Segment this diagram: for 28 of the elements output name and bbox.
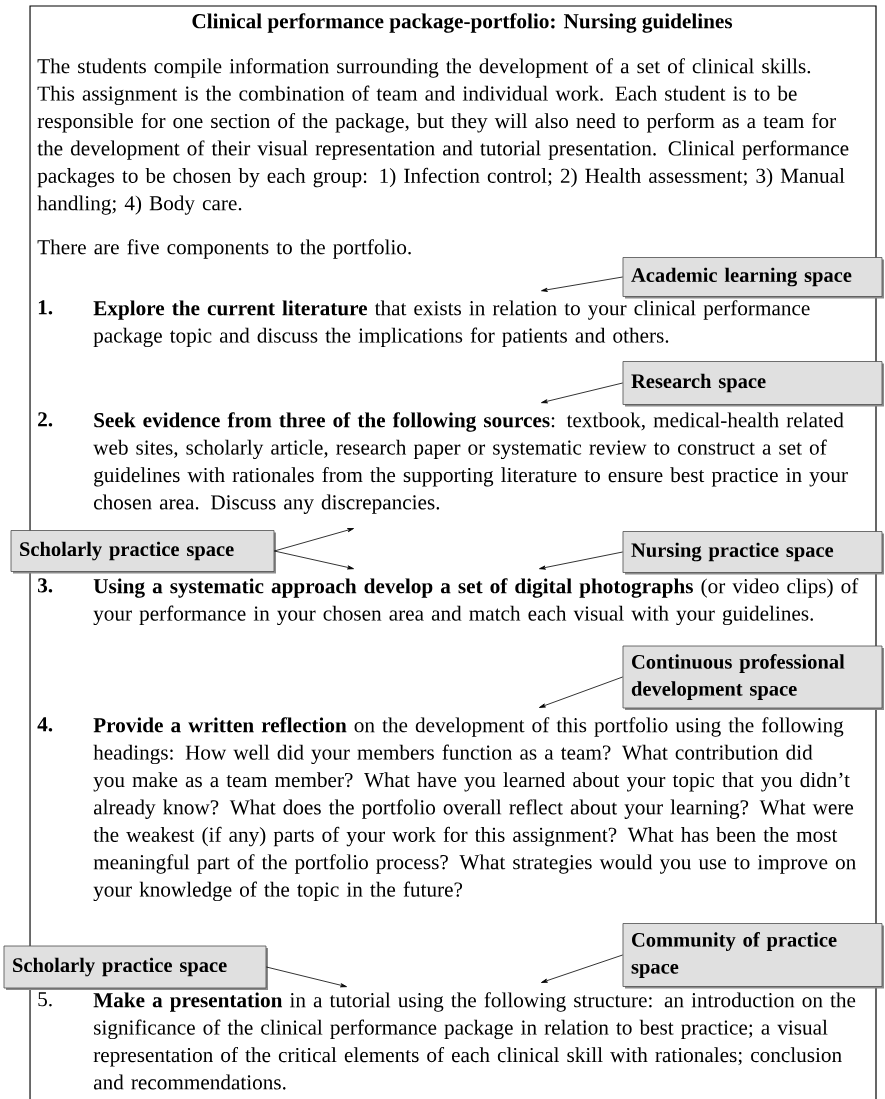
arrow: [539, 676, 623, 708]
item-number: 4.: [37, 717, 53, 732]
callout-box: Scholarly practice space: [3, 945, 268, 990]
arrow: [541, 954, 623, 983]
paragraph: The students compile information surrounding the development of a set of clinical skills. This assignment is the combination of team and individual work. Each student is to be responsible for one section of the package, but they will also need to perform as a team for the development of their visual representation and tutorial presentation. Clinical performance packages to be chosen by each group: 1) Infection control; 2) Health assessment; 3) Manual handling; 4) Body care.: [37, 58, 849, 215]
paragraph: Using a systematic approach develop a set of digital photographs (or video clips) of your performance in your chosen area and match each visual with your guidelines.: [93, 578, 859, 626]
item-number: 1.: [38, 300, 53, 315]
callout-box: Continuous professional development space: [622, 645, 884, 710]
arrow: [266, 966, 347, 988]
arrow: [274, 550, 354, 570]
item-number: 2.: [38, 412, 53, 427]
paragraph: There are five components to the portfolio.: [37, 239, 411, 259]
title: Clinical performance package-portfolio: Nursing guidelines: [192, 13, 733, 33]
arrow: [539, 551, 623, 570]
item-number: 3.: [38, 578, 53, 593]
callout-box: Scholarly practice space: [10, 530, 276, 574]
callout-box: Research space: [622, 361, 884, 407]
arrow: [541, 382, 623, 404]
callout-box: Community of practice space: [622, 923, 884, 989]
paragraph: Provide a written reflection on the development of this portfolio using the following headings: How well did your members function as a team? What contribution did you make as a team member? What have you learned about your topic that you didn’t already know? What does the portfolio overall reflect about your learning? What were the weakest (if any) parts of your work for this assignment? What has been the most meaningful part of the portfolio process? What strategies would you use to improve on your knowledge of the topic in the future?: [93, 717, 856, 902]
callout-box: Academic learning space: [622, 257, 884, 299]
arrow: [541, 276, 623, 292]
item-number: 5.: [38, 992, 52, 1007]
paragraph: Explore the current literature that exists in relation to your clinical performance package topic and discuss the implications for patients and others.: [93, 300, 810, 348]
callout-box: Nursing practice space: [622, 531, 884, 575]
paragraph: Make a presentation in a tutorial using the following structure: an introduction on the significance of the clinical performance package in relation to best practice; a visual representation of the critical elements of each clinical skill with rationales; conclusion and recommendations.: [93, 992, 856, 1090]
paragraph: Seek evidence from three of the following sources: textbook, medical-health related web sites, scholarly article, research paper or systematic review to construct a set of guidelines with rationales from the supporting literature to ensure best practice in your chosen area. Discuss any discrepancies.: [93, 412, 848, 514]
arrow: [274, 528, 354, 552]
